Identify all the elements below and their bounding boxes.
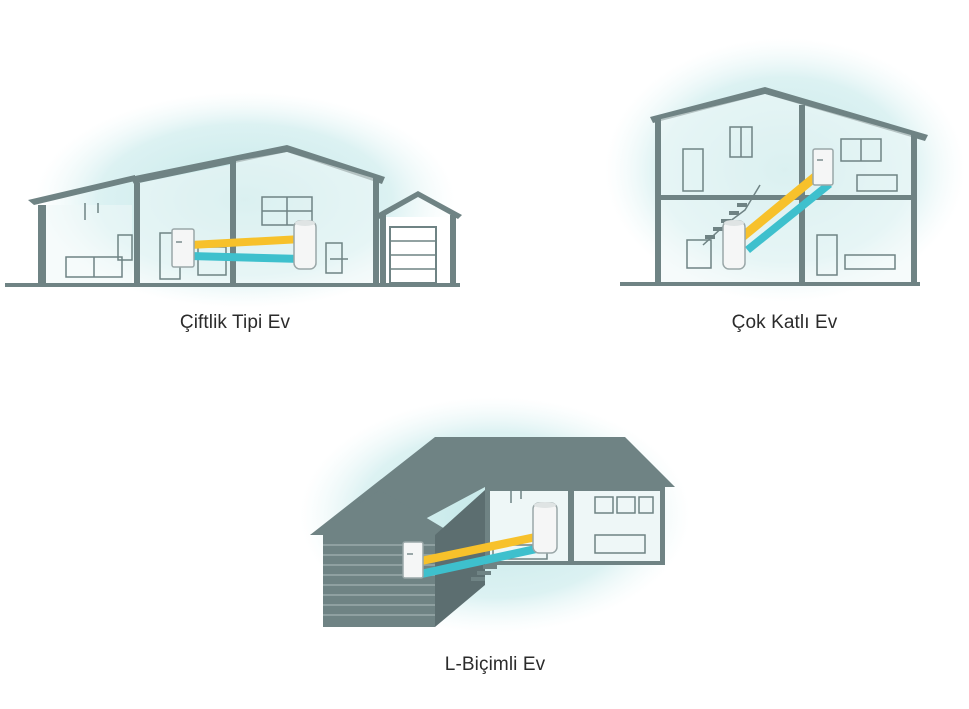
ranch-house-illustration xyxy=(0,92,470,308)
mesh-satellite-icon xyxy=(402,541,424,579)
mesh-router-icon xyxy=(293,220,317,270)
l-shaped-house-caption: L-Biçimli Ev xyxy=(444,654,546,675)
signal-beam-yellow xyxy=(735,167,827,243)
signal-beam-yellow xyxy=(420,533,537,565)
garage xyxy=(375,191,462,284)
ranch-house-caption: Çiftlik Tipi Ev xyxy=(179,312,291,333)
l-shaped-house-illustration xyxy=(295,395,695,640)
signal-beam-blue xyxy=(745,181,832,253)
front-gable xyxy=(310,490,455,535)
signal-beam-blue xyxy=(420,545,537,578)
roof xyxy=(650,87,928,141)
signal-beam-blue xyxy=(190,252,302,263)
main-roof xyxy=(130,145,385,184)
mesh-router-icon xyxy=(532,502,558,554)
multi-storey-house-caption: Çok Katlı Ev xyxy=(731,312,838,333)
entry-steps xyxy=(471,565,497,581)
mesh-satellite-icon xyxy=(812,148,834,186)
multi-storey-house-illustration xyxy=(595,35,969,305)
mesh-router-icon xyxy=(722,220,746,270)
annex-left xyxy=(28,175,135,283)
ground-line xyxy=(620,282,920,286)
ground-line xyxy=(5,283,460,287)
mesh-satellite-icon xyxy=(171,228,195,268)
signal-beam-yellow xyxy=(190,235,302,249)
